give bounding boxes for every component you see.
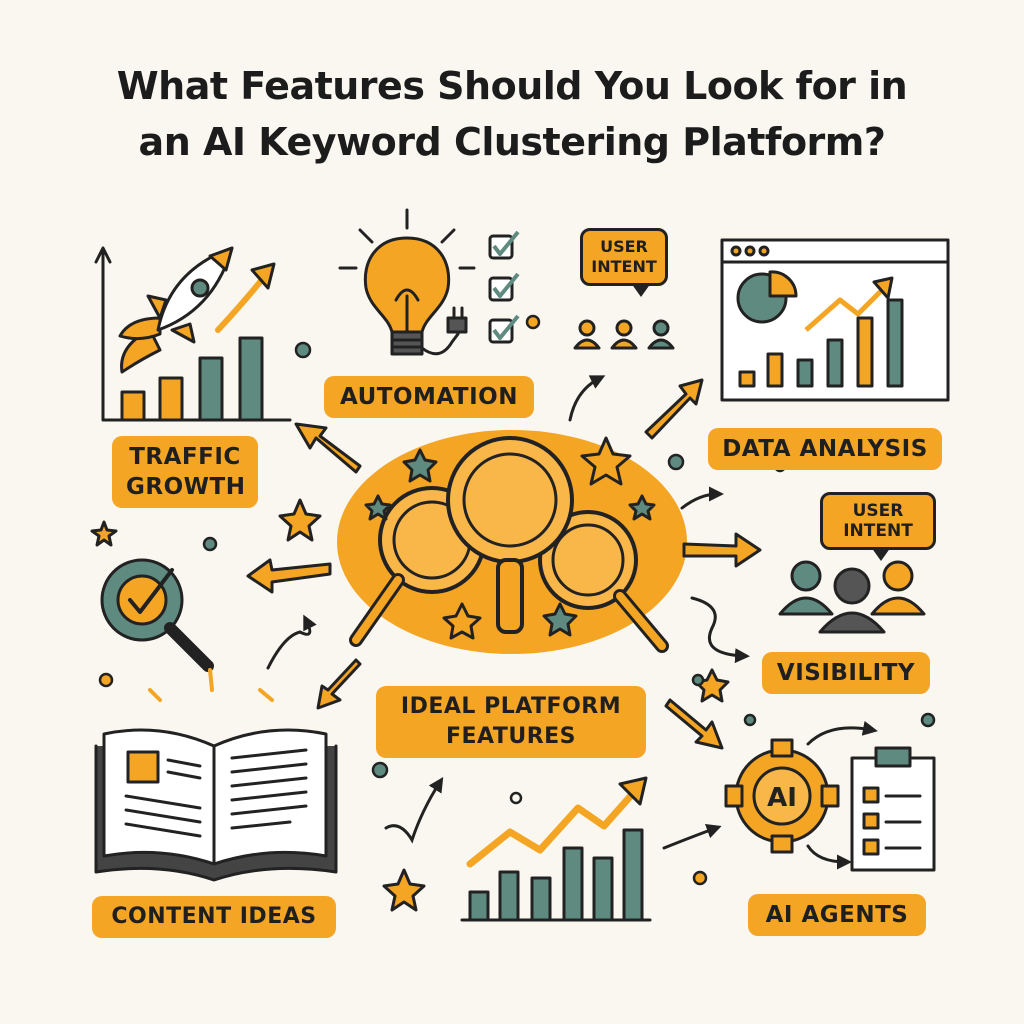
lightbulb-icon [338,208,476,356]
automation-label: AUTOMATION [324,376,534,418]
title-line-1: What Features Should You Look for in [116,64,908,108]
checklist-icon [488,230,520,344]
traffic-growth-label: TRAFFIC GROWTH [112,436,258,508]
magnifying-glass-icon [337,430,687,654]
visibility-label: VISIBILITY [762,652,930,694]
ai-gear-icon [724,738,840,854]
rocket-chart-icon [94,246,292,422]
traffic-growth-line-2: GROWTH [126,474,246,500]
user-intent-bubble-right: USER INTENT [820,492,936,561]
growth-chart-icon [460,776,652,922]
content-ideas-label: CONTENT IDEAS [92,896,336,938]
clipboard-icon [850,746,936,872]
data-analysis-label: DATA ANALYSIS [708,428,942,470]
user-intent-top-line-1: USER [600,237,648,256]
user-intent-top-line-2: INTENT [591,257,657,276]
target-icon [100,558,214,672]
center-label-line-1: IDEAL PLATFORM [400,694,622,719]
ai-agents-label: AI AGENTS [748,894,926,936]
center-label: IDEAL PLATFORM FEATURES [376,686,646,758]
title-line-2: an AI Keyword Clustering Platform? [138,120,886,164]
orange-arrows [246,378,762,750]
connector-arrows [266,375,878,870]
page-title: What Features Should You Look for in an … [0,58,1024,170]
dashboard-icon [720,238,950,402]
user-intent-bubble-top: USER INTENT [580,228,668,297]
people-icon [573,319,675,350]
open-book-icon [94,668,338,882]
user-intent-right-line-1: USER [852,501,904,521]
center-label-line-2: FEATURES [445,724,577,749]
user-intent-right-line-2: INTENT [843,521,913,541]
people-icon-right [778,560,926,634]
gear-text: AI [767,783,797,813]
traffic-growth-line-1: TRAFFIC [129,444,241,470]
